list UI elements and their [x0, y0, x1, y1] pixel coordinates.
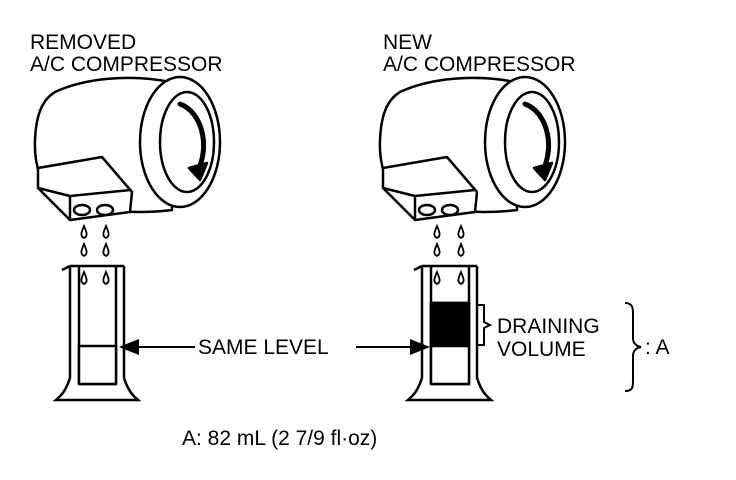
draining-volume-bracket [478, 304, 493, 346]
removed-compressor-drawing [33, 75, 222, 222]
removed-compressor-label-line2: A/C COMPRESSOR [30, 53, 223, 76]
draining-volume-label-line2: VOLUME [497, 338, 586, 361]
total-brace [624, 302, 642, 392]
draining-volume-label-line1: DRAINING [497, 315, 600, 338]
new-compressor-drawing [378, 75, 567, 222]
new-oil-drips [433, 223, 465, 286]
new-compressor-label-line2: A/C COMPRESSOR [383, 53, 576, 76]
draining-volume-fill [429, 301, 471, 348]
same-level-label: SAME LEVEL [198, 336, 329, 359]
total-a-label: : A [645, 336, 670, 359]
removed-compressor-label-line1: REMOVED [30, 31, 137, 54]
removed-measuring-cylinder [52, 264, 142, 402]
new-measuring-cylinder [404, 264, 495, 402]
spec-note: A: 82 mL (2 7/9 fl·oz) [182, 427, 378, 450]
new-compressor-label-line1: NEW [383, 31, 432, 54]
removed-oil-drips [80, 223, 110, 286]
